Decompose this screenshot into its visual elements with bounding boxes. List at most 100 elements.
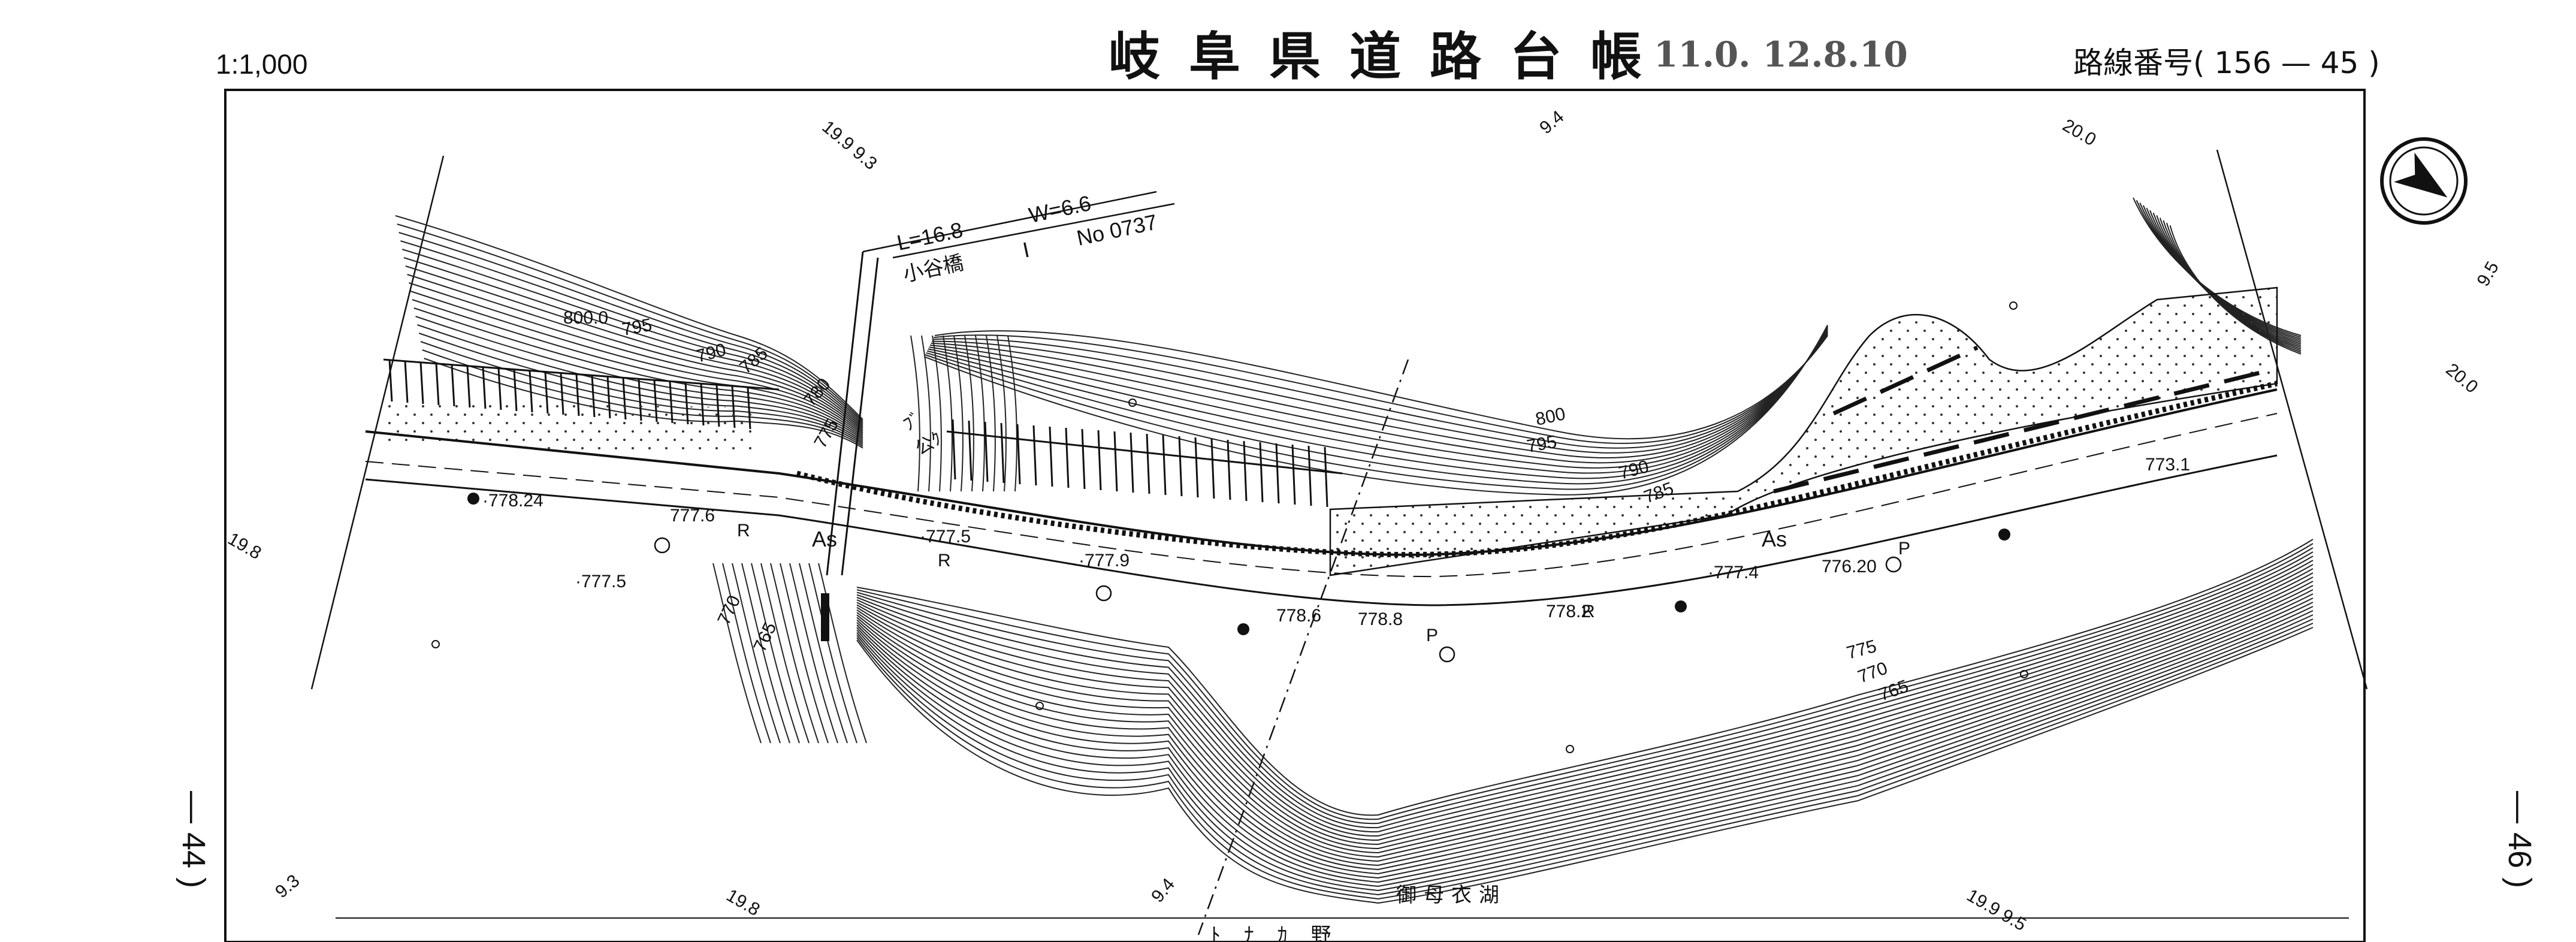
spot-height: ·778.24 <box>482 491 543 511</box>
contour-line <box>856 618 2314 896</box>
contour-line <box>760 563 810 744</box>
contour-line <box>929 330 1828 464</box>
contour-line <box>856 568 2314 846</box>
contour-line <box>856 564 2314 841</box>
contour-line <box>996 335 1007 492</box>
spot-height: 778.2 <box>1546 602 1591 621</box>
feature-label: R <box>938 551 951 570</box>
feature-label: P <box>1898 539 1910 558</box>
wall-tick <box>466 365 471 408</box>
contour-line <box>415 316 863 440</box>
spot-height: ·777.4 <box>1708 563 1759 582</box>
date-stamp: 11.0. 12.8.10 <box>1654 34 1908 75</box>
wall-tick <box>1146 433 1150 494</box>
wall-tick <box>1243 440 1248 502</box>
spot-height: 773.1 <box>2145 455 2190 475</box>
route-suffix: ) <box>2368 46 2380 80</box>
grid-label: 9.5 <box>2473 258 2502 290</box>
page-ref-prev: — 44 ) <box>176 791 212 889</box>
contours-lower <box>712 335 2314 904</box>
spot-height: 776.20 <box>1822 557 1877 576</box>
contour-line <box>407 274 863 432</box>
contour-line <box>925 325 1828 490</box>
utility-pole-icon <box>1675 600 1687 612</box>
bridge-mark: I <box>1020 237 1031 262</box>
bridge <box>821 191 1175 641</box>
feature-label: P <box>1426 626 1438 645</box>
contour-line <box>929 329 1828 469</box>
wall-tick <box>1016 424 1021 485</box>
grid-label: 19.9 9.3 <box>819 117 881 174</box>
contour-line <box>975 335 985 492</box>
contour-line <box>986 335 996 492</box>
contour-line <box>856 597 2314 875</box>
contour-line <box>856 614 2314 892</box>
spot-height: ·777.5 <box>575 572 626 591</box>
lake-label: 御母衣湖 <box>1396 883 1506 907</box>
contour-line <box>413 307 863 439</box>
wall-tick <box>1000 422 1005 484</box>
wall-tick <box>388 359 393 402</box>
contour-line <box>410 291 863 435</box>
contour-line <box>856 627 2314 904</box>
contour-line <box>808 563 857 744</box>
contour-label: 765 <box>1876 676 1911 705</box>
wall-tick <box>1275 443 1280 504</box>
embankment-strip-left <box>383 401 755 455</box>
contour-label: 775 <box>1844 636 1879 663</box>
contour-line <box>770 563 819 744</box>
contour-line <box>856 539 2314 816</box>
contour-line <box>934 334 1828 444</box>
wall-tick <box>1065 427 1070 488</box>
contour-line <box>398 232 863 424</box>
route-separator: — <box>2281 46 2311 80</box>
contour-line <box>732 563 781 744</box>
contour-line <box>856 555 2314 833</box>
terrain-boundary <box>310 149 2368 935</box>
wall-tick <box>1130 432 1134 493</box>
contour-line <box>924 324 1828 496</box>
contour-line <box>780 563 829 744</box>
wall-tick <box>1113 431 1118 492</box>
wall-tick <box>968 420 973 481</box>
bridge-width: W=6.6 <box>1026 191 1093 228</box>
grid-label: 9.4 <box>1147 874 1179 906</box>
contour-line <box>1007 335 1017 492</box>
contour-line <box>405 265 863 430</box>
utility-pole-icon <box>1998 529 2010 541</box>
wall-tick <box>451 364 455 407</box>
manhole-icon <box>1885 556 1902 573</box>
contour-label: 800.0 <box>563 308 608 328</box>
road-surface-right: As <box>1762 527 1787 551</box>
contour-line <box>856 593 2314 871</box>
contour-line <box>934 330 1828 440</box>
contour-line <box>856 589 2314 866</box>
boundary-post-icon <box>1128 398 1137 407</box>
wall-tick <box>1324 446 1328 508</box>
contour-label: 780 <box>800 375 834 410</box>
contour-line <box>818 563 867 744</box>
contour-line <box>722 563 771 744</box>
manhole-icon <box>1439 646 1455 663</box>
spot-height: 778.8 <box>1358 609 1403 629</box>
contour-line <box>964 335 974 492</box>
contour-label: 795 <box>1525 432 1558 457</box>
contour-line <box>856 585 2314 862</box>
wall-tick <box>1081 428 1086 490</box>
wall-tick <box>497 367 502 410</box>
contour-line <box>856 576 2314 854</box>
route-prefix: 路線番号( <box>2073 46 2205 80</box>
wall-tick <box>1097 430 1102 491</box>
manhole-icon <box>654 537 671 554</box>
contour-line <box>397 224 863 422</box>
utility-pole-icon <box>467 493 479 505</box>
wall-tick <box>984 421 989 482</box>
wall-tick <box>1194 437 1199 498</box>
wall-edge <box>946 430 1343 475</box>
contour-line <box>741 563 790 744</box>
contour-line <box>799 563 848 744</box>
contour-label: 795 <box>620 315 653 340</box>
contour-line <box>418 333 863 444</box>
